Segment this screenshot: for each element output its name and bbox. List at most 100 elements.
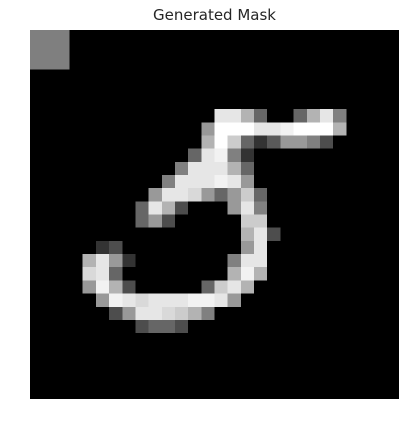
mask-pixel	[174, 293, 189, 307]
mask-pixel	[201, 306, 215, 320]
mask-pixel	[240, 188, 255, 202]
mask-pixel	[254, 254, 268, 268]
mask-pixel	[148, 306, 162, 320]
mask-pixel	[240, 201, 255, 215]
mask-pixel	[333, 109, 347, 123]
mask-pixel	[148, 293, 162, 307]
mask-pixel	[227, 174, 241, 189]
mask-pixel	[227, 109, 241, 123]
mask-pixel	[161, 174, 175, 189]
mask-pixel	[214, 188, 228, 202]
mask-pixel	[135, 306, 149, 320]
mask-pixel	[188, 188, 202, 202]
mask-pixel	[95, 240, 110, 255]
mask-pixel	[254, 201, 268, 215]
mask-pixel	[293, 122, 307, 136]
mask-pixel	[254, 109, 268, 123]
mask-pixel	[122, 306, 136, 320]
mask-pixel	[214, 135, 228, 149]
mask-pixel	[227, 254, 241, 268]
mask-pixel	[109, 293, 123, 307]
mask-pixel	[227, 293, 241, 307]
mask-pixel	[293, 109, 307, 123]
mask-pixel	[214, 293, 228, 307]
mask-pixel	[201, 280, 215, 294]
mask-pixel	[254, 240, 268, 255]
mask-pixel	[148, 214, 162, 228]
mask-pixel	[109, 240, 123, 255]
mask-pixel	[161, 201, 175, 215]
digit-pixels	[30, 30, 347, 334]
mask-pixel	[227, 201, 241, 215]
mask-pixel	[254, 188, 268, 202]
mask-pixel	[188, 161, 202, 175]
mask-pixel	[109, 280, 123, 294]
mask-pixel	[135, 293, 149, 307]
mask-pixel	[135, 214, 149, 228]
mask-pixel	[240, 280, 255, 294]
mask-pixel	[174, 174, 189, 189]
mask-pixel	[280, 135, 294, 149]
mask-pixel	[148, 201, 162, 215]
mask-pixel	[95, 254, 110, 268]
mask-pixel	[201, 174, 215, 189]
mask-pixel	[214, 109, 228, 123]
mask-pixel	[227, 135, 241, 149]
mask-pixel	[240, 267, 255, 281]
mask-pixel	[214, 174, 228, 189]
mask-pixel	[240, 122, 255, 136]
mask-pixel	[201, 122, 215, 136]
mask-pixel	[214, 280, 228, 294]
mask-pixel	[174, 319, 189, 334]
mask-pixel	[161, 319, 175, 334]
mask-pixel	[240, 161, 255, 175]
mask-pixel	[240, 227, 255, 241]
mask-pixel	[254, 122, 268, 136]
mask-pixel	[174, 306, 189, 320]
mask-pixel	[135, 201, 149, 215]
mask-pixel	[161, 214, 175, 228]
mask-pixel	[82, 254, 96, 268]
mask-pixel	[95, 293, 110, 307]
mask-pixel	[95, 267, 110, 281]
mask-pixel	[227, 161, 241, 175]
mask-pixel	[201, 161, 215, 175]
mask-pixel	[122, 293, 136, 307]
mask-pixel	[267, 135, 281, 149]
mask-pixel	[254, 214, 268, 228]
mask-pixel	[267, 122, 281, 136]
mask-pixel	[280, 122, 294, 136]
mask-pixel	[174, 161, 189, 175]
mask-pixel	[254, 267, 268, 281]
mask-pixel	[227, 267, 241, 281]
mask-pixel	[240, 174, 255, 189]
mask-pixel	[188, 293, 202, 307]
mask-pixel	[240, 148, 255, 162]
mask-patch	[30, 30, 70, 70]
mask-pixel	[214, 148, 228, 162]
mask-pixel	[148, 319, 162, 334]
mask-pixel	[109, 267, 123, 281]
mask-pixel	[122, 254, 136, 268]
mask-pixel	[306, 109, 320, 123]
mask-pixel	[109, 306, 123, 320]
mask-pixel	[240, 240, 255, 255]
mask-pixel	[188, 148, 202, 162]
mask-pixel	[240, 214, 255, 228]
mask-pixel	[174, 201, 189, 215]
mask-pixel	[254, 135, 268, 149]
mask-pixel	[227, 280, 241, 294]
mask-pixel	[306, 122, 320, 136]
mask-pixel	[240, 135, 255, 149]
mask-pixel	[214, 161, 228, 175]
mask-pixel	[82, 280, 96, 294]
mask-pixel	[161, 188, 175, 202]
mask-pixel	[319, 135, 334, 149]
mask-pixel	[174, 188, 189, 202]
mask-pixel	[240, 109, 255, 123]
mask-pixel	[214, 122, 228, 136]
mask-pixel	[306, 135, 320, 149]
mask-pixel	[227, 188, 241, 202]
mask-pixel	[319, 122, 334, 136]
mask-pixel	[227, 122, 241, 136]
